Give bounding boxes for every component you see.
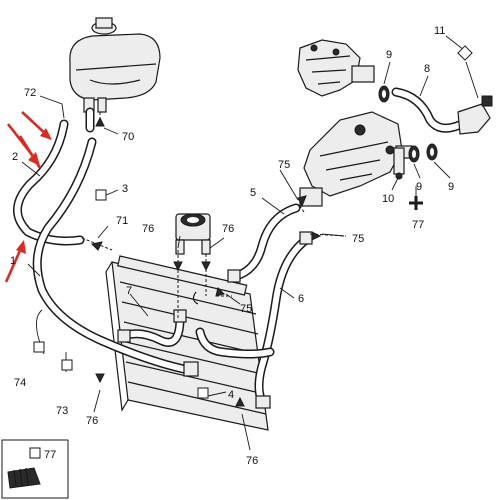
marker-77-plus (409, 196, 423, 210)
callout-75-right: 75 (352, 233, 364, 245)
red-arrow-top (21, 111, 52, 140)
callout-75-lower: 75 (240, 303, 252, 315)
callout-9-top: 9 (386, 49, 392, 61)
thermostat-housing (297, 39, 375, 97)
hose-7 (117, 309, 187, 347)
water-pump-housing (299, 111, 413, 207)
callout-11: 11 (434, 25, 445, 37)
callout-77-inset: 77 (44, 449, 56, 461)
o-ring-9-top (378, 85, 390, 103)
callout-76-bottom-left: 76 (86, 415, 98, 427)
hose-8 (391, 87, 493, 135)
callout-10: 10 (382, 193, 394, 205)
callout-7: 7 (126, 285, 132, 297)
callout-73: 73 (56, 405, 68, 417)
clip-75-left (192, 291, 199, 305)
ref-box-4 (197, 387, 209, 399)
hose-1 (32, 137, 199, 377)
callout-4: 4 (228, 389, 234, 401)
bracket-10 (393, 147, 405, 180)
callout-9-middle: 9 (416, 181, 422, 193)
ref-box-11 (457, 45, 473, 61)
callout-2: 2 (12, 151, 18, 163)
radiator (105, 255, 269, 431)
callout-71: 71 (116, 215, 128, 227)
callout-3: 3 (122, 183, 128, 195)
inset-77 (1, 439, 69, 499)
callout-6: 6 (298, 293, 304, 305)
callout-8: 8 (424, 63, 430, 75)
callout-76-left: 76 (142, 223, 154, 235)
red-arrow-middle (18, 135, 42, 169)
callout-75-top: 75 (278, 159, 290, 171)
oil-cooler (175, 213, 211, 255)
red-arrow-lower (4, 240, 26, 283)
callout-77: 77 (412, 219, 424, 231)
hose-2 (13, 119, 85, 246)
ref-box-74 (33, 341, 45, 353)
ref-box-73 (61, 359, 73, 371)
ref-box-3 (95, 189, 107, 201)
callout-1: 1 (10, 255, 16, 267)
callout-9-right: 9 (448, 181, 454, 193)
o-ring-9-right (426, 143, 438, 161)
callout-5: 5 (250, 187, 256, 199)
callout-76-right: 76 (222, 223, 234, 235)
hose-5 (227, 203, 301, 283)
expansion-tank (69, 17, 161, 113)
callout-70: 70 (122, 131, 134, 143)
hose-6 (195, 231, 313, 409)
callout-72: 72 (24, 87, 36, 99)
o-ring-9-middle (408, 145, 420, 163)
callout-74: 74 (14, 377, 26, 389)
callout-76-bottom: 76 (246, 455, 258, 467)
